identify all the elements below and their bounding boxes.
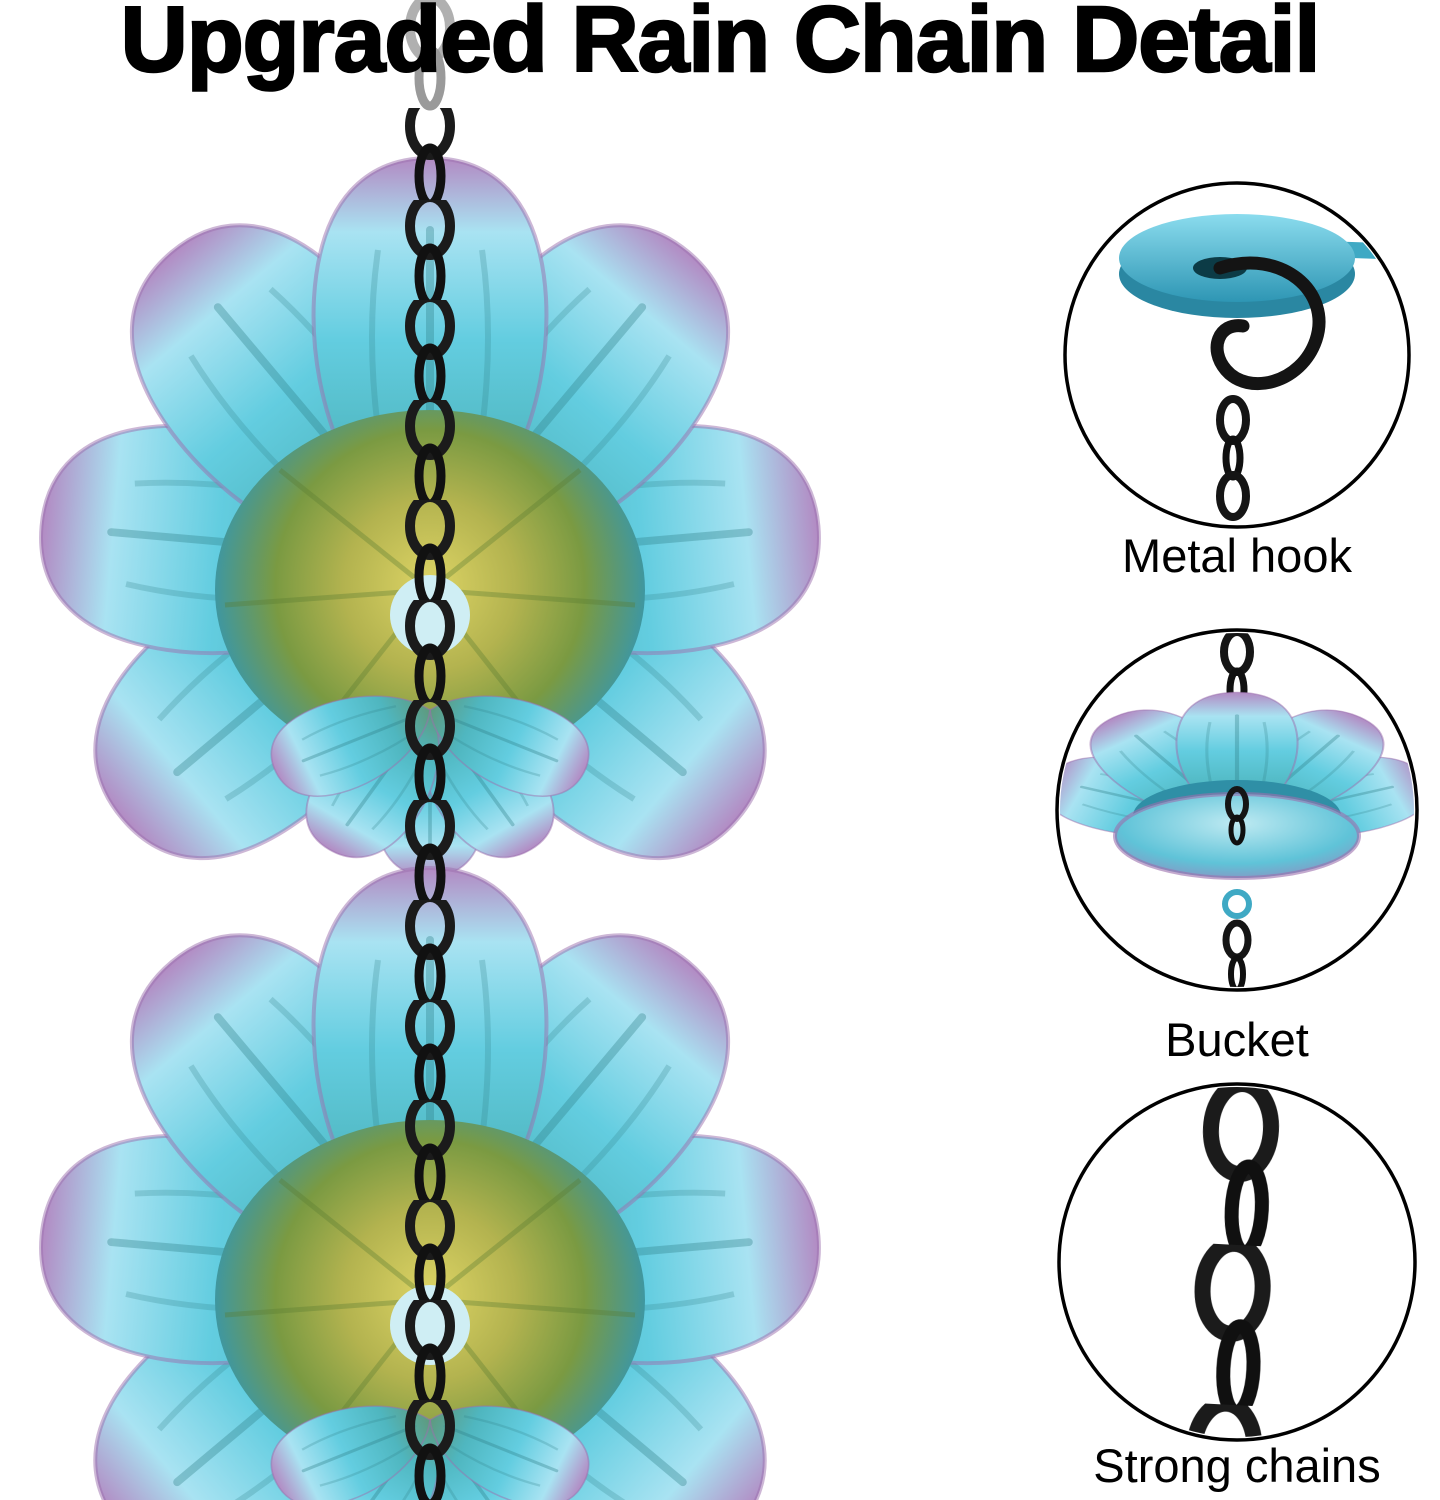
callout-label-bucket: Bucket (1165, 1013, 1309, 1066)
hanging-chain (398, 0, 462, 1500)
callout-bucket-circle (1055, 628, 1419, 992)
strong-chains-icon (1181, 1078, 1294, 1446)
bucket-icon (1060, 633, 1414, 987)
page-title: Upgraded Rain Chain Detail (119, 0, 1321, 92)
metal-hook-icon (1119, 214, 1406, 521)
callout-label-metal-hook: Metal hook (1122, 529, 1352, 582)
callout-metal-hook-circle (1063, 181, 1411, 529)
callout-label-strong-chains: Strong chains (1093, 1439, 1381, 1492)
callout-strong-chains-circle (1057, 1078, 1417, 1446)
